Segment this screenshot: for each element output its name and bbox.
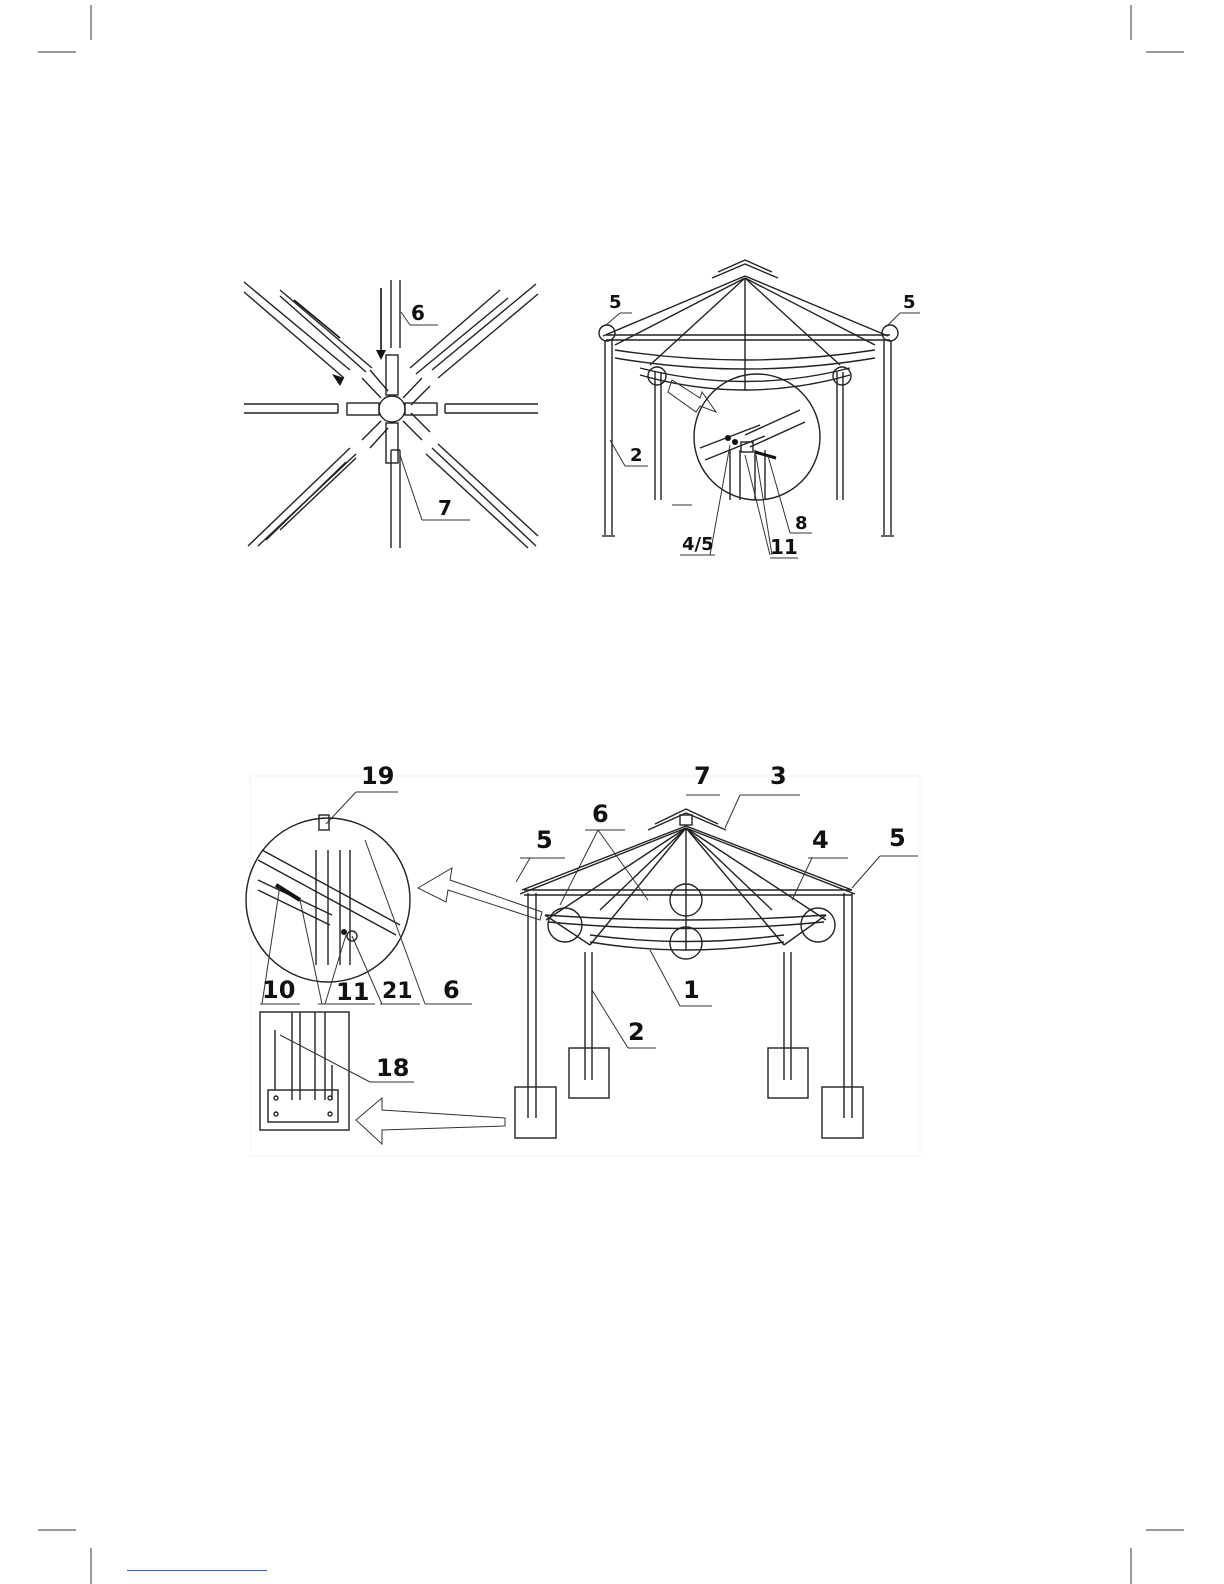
roof-ribs bbox=[603, 276, 888, 390]
label-cap: 3 bbox=[770, 762, 787, 790]
label-rib: 6 bbox=[411, 301, 425, 325]
label-post-bottom: 2 bbox=[628, 1018, 645, 1046]
detail-arrow-lower bbox=[356, 1098, 505, 1144]
label-bolt: 8 bbox=[795, 513, 808, 534]
label-rib-bottom: 6 bbox=[592, 800, 609, 828]
label-hub-bottom: 7 bbox=[694, 762, 711, 790]
label-post: 2 bbox=[630, 445, 643, 466]
label-corner-left: 5 bbox=[609, 292, 622, 313]
eave-beams bbox=[606, 335, 890, 390]
label-washers: 11 bbox=[770, 535, 798, 559]
label-corner-left-bottom: 5 bbox=[536, 826, 553, 854]
footer-link-underline bbox=[127, 1570, 267, 1571]
ribs bbox=[244, 280, 538, 548]
detail-magnifier-top bbox=[694, 374, 820, 500]
hub-plate bbox=[379, 396, 405, 422]
hub-assembly-figure: 6 7 bbox=[244, 280, 538, 548]
crop-marks bbox=[38, 5, 1184, 1584]
label-eave-beam: 1 bbox=[683, 976, 700, 1004]
insert-arrows bbox=[294, 288, 386, 386]
label-hub: 7 bbox=[438, 496, 452, 520]
anchor-detail-box bbox=[260, 1012, 349, 1130]
label-brace: 4 bbox=[812, 826, 829, 854]
eave-beams-bottom bbox=[524, 890, 852, 950]
label-anchor: 18 bbox=[376, 1054, 409, 1082]
hub-spokes bbox=[347, 355, 437, 463]
anchor-detail bbox=[268, 1012, 338, 1122]
label-corner-right-bottom: 5 bbox=[889, 824, 906, 852]
label-nut: 21 bbox=[382, 979, 413, 1004]
roof-cap bbox=[712, 260, 778, 278]
label-corner-right: 5 bbox=[903, 292, 916, 313]
footings bbox=[515, 1048, 863, 1138]
frame-figure-top: 5 5 2 4/5 8 11 bbox=[599, 260, 920, 559]
label-bolt-bottom: 10 bbox=[262, 976, 295, 1004]
detail-arrow-upper bbox=[418, 868, 542, 920]
label-detail-rib: 6 bbox=[443, 976, 460, 1004]
label-washers-bottom: 11 bbox=[336, 978, 369, 1006]
label-joint: 4/5 bbox=[682, 534, 714, 555]
frame-figure-bottom: 19 7 3 6 5 4 5 10 11 21 6 1 2 18 bbox=[246, 762, 920, 1156]
label-detail-bracket: 19 bbox=[361, 762, 394, 790]
